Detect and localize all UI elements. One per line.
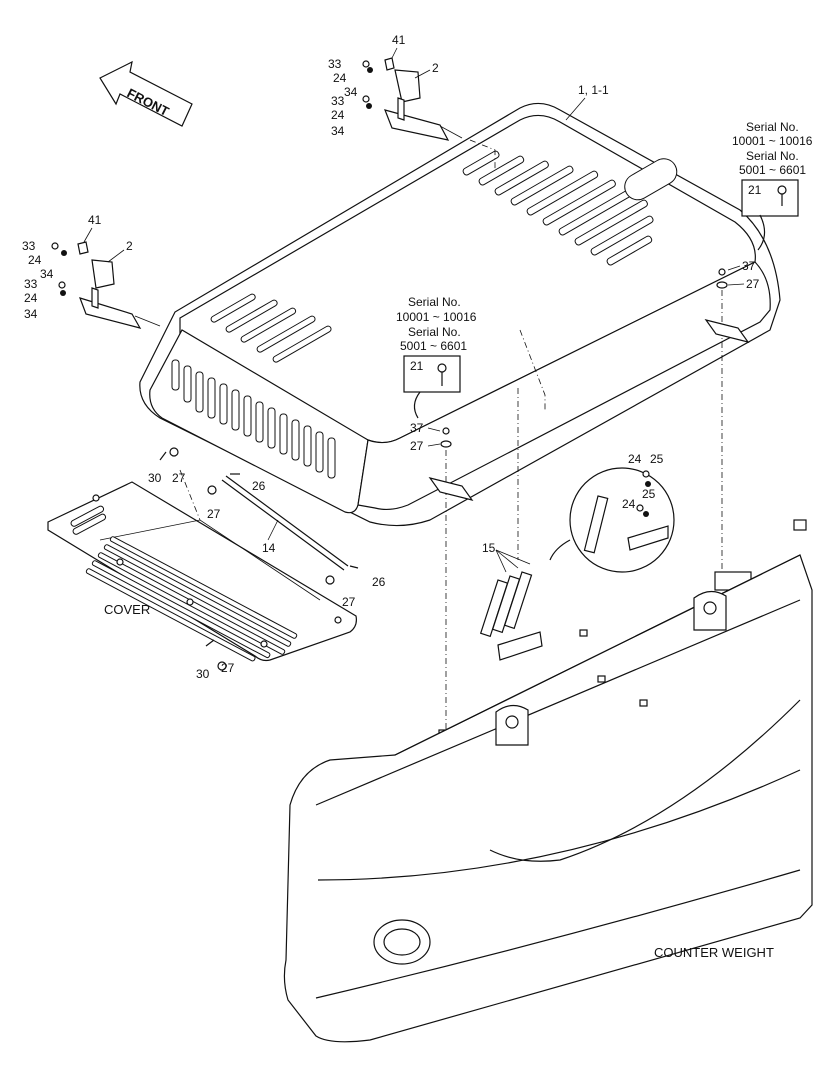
svg-text:5001 ~ 6601: 5001 ~ 6601 <box>739 163 806 177</box>
label-left-24b: 24 <box>24 291 38 305</box>
label-rod-26a: 26 <box>252 479 266 493</box>
label-top-34b: 34 <box>331 124 345 138</box>
label-top-24b: 24 <box>331 108 345 122</box>
counter-weight-label: COUNTER WEIGHT <box>654 945 774 960</box>
front-arrow: FRONT <box>99 60 193 127</box>
label-left-34a: 34 <box>40 267 54 281</box>
label-left-33a: 33 <box>22 239 36 253</box>
hood-vent-slots-front-top <box>210 293 332 363</box>
label-gas-15: 15 <box>482 541 496 555</box>
label-left-41: 41 <box>88 213 102 227</box>
label-rod-26b: 26 <box>372 575 386 589</box>
label-right-27: 27 <box>746 277 760 291</box>
gas-spring-assembly <box>479 388 675 661</box>
label-top-33b: 33 <box>331 94 345 108</box>
label-rod-27c: 27 <box>342 595 356 609</box>
label-left-2: 2 <box>126 239 133 253</box>
label-mid-37: 37 <box>410 421 424 435</box>
label-gas-25b: 25 <box>642 487 656 501</box>
label-left-33b: 33 <box>24 277 38 291</box>
serial-note-middle: Serial No. 10001 ~ 10016 Serial No. 5001… <box>396 295 477 419</box>
label-gas-24b: 24 <box>622 497 636 511</box>
svg-text:10001 ~ 10016: 10001 ~ 10016 <box>396 310 477 324</box>
label-gas-24a: 24 <box>628 452 642 466</box>
counter-weight <box>283 519 813 1043</box>
label-top-34a: 34 <box>344 85 358 99</box>
hood-vent-slots-top <box>462 150 678 266</box>
hinge-assembly-left <box>51 241 161 329</box>
label-gas-25a: 25 <box>650 452 664 466</box>
label-rod-30b: 30 <box>196 667 210 681</box>
label-rod-30a: 30 <box>148 471 162 485</box>
label-rod-14: 14 <box>262 541 276 555</box>
label-rod-27d: 27 <box>221 661 235 675</box>
label-top-24a: 24 <box>333 71 347 85</box>
cover-label: COVER <box>104 602 150 617</box>
label-top-41: 41 <box>392 33 406 47</box>
svg-text:21: 21 <box>748 183 762 197</box>
svg-text:Serial No.: Serial No. <box>408 295 461 309</box>
label-top-2: 2 <box>432 61 439 75</box>
label-right-37: 37 <box>742 259 756 273</box>
hood-louvres-front <box>171 359 336 479</box>
svg-text:21: 21 <box>410 359 424 373</box>
label-left-34b: 34 <box>24 307 38 321</box>
engine-hood <box>139 102 781 527</box>
label-mid-27: 27 <box>410 439 424 453</box>
label-left-24a: 24 <box>28 253 42 267</box>
svg-text:5001 ~ 6601: 5001 ~ 6601 <box>400 339 467 353</box>
label-rod-27b: 27 <box>207 507 221 521</box>
hinge-assembly-top <box>362 57 463 141</box>
svg-text:Serial No.: Serial No. <box>746 120 799 134</box>
svg-text:Serial No.: Serial No. <box>408 325 461 339</box>
label-top-33a: 33 <box>328 57 342 71</box>
serial-note-right: Serial No. 10001 ~ 10016 Serial No. 5001… <box>732 120 813 251</box>
cover-plate <box>47 469 357 662</box>
svg-text:Serial No.: Serial No. <box>746 149 799 163</box>
support-rod <box>159 447 359 671</box>
svg-text:10001 ~ 10016: 10001 ~ 10016 <box>732 134 813 148</box>
label-hood: 1, 1-1 <box>578 83 609 97</box>
cover-louvres <box>85 536 298 662</box>
label-rod-27a: 27 <box>172 471 186 485</box>
